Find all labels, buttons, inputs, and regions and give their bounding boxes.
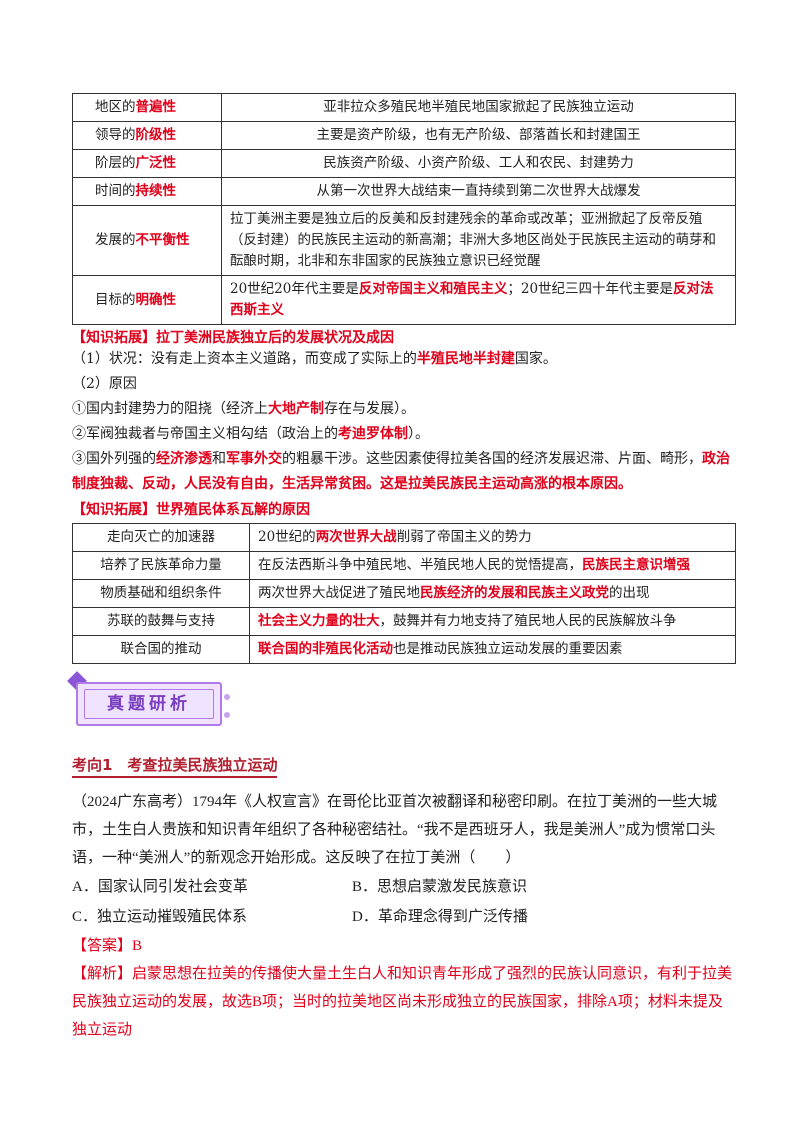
paragraph: ③国外列强的经济渗透和军事外交的粗暴干涉。这些因素使得拉美各国的经济发展迟滞、片… <box>72 451 730 492</box>
row-key: 苏联的鼓舞与支持 <box>72 607 250 636</box>
row-value: 主要是资产阶级，也有无产阶级、部落酋长和封建国王 <box>221 121 736 150</box>
options-list: A．国家认同引发社会变革 B．思想启蒙激发民族意识 C．独立运动摧毁殖民体系 D… <box>72 872 732 932</box>
row-value: 拉丁美洲主要是独立后的反美和反封建残余的革命或改革；亚洲掀起了反帝反殖（反封建）… <box>221 205 736 276</box>
row-value: 社会主义力量的壮大，鼓舞并有力地支持了殖民地人民的民族解放斗争 <box>249 607 736 636</box>
row-key: 阶层的广泛性 <box>72 149 222 178</box>
row-key: 物质基础和组织条件 <box>72 579 250 608</box>
option-c: C．独立运动摧毁殖民体系 <box>72 909 248 925</box>
table-row: 苏联的鼓舞与支持 社会主义力量的壮大，鼓舞并有力地支持了殖民地人民的民族解放斗争 <box>72 607 736 636</box>
row-key: 培养了民族革命力量 <box>72 551 250 580</box>
decor-dot-icon <box>224 712 230 718</box>
row-key: 联合国的推动 <box>72 635 250 664</box>
table-row: 物质基础和组织条件 两次世界大战促进了殖民地民族经济的发展和民族主义政党的出现 <box>72 579 736 608</box>
row-value: 联合国的非殖民化活动也是推动民族独立运动发展的重要因素 <box>249 635 736 664</box>
decor-dot-icon <box>224 694 230 700</box>
row-value: 20世纪的两次世界大战削弱了帝国主义的势力 <box>249 523 736 552</box>
section-banner: 真题研析 <box>67 671 732 738</box>
row-key: 走向灭亡的加速器 <box>72 523 250 552</box>
table-row: 目标的明确性 20世纪20年代主要是反对帝国主义和殖民主义；20世纪三四十年代主… <box>72 275 736 325</box>
row-value: 两次世界大战促进了殖民地民族经济的发展和民族主义政党的出现 <box>249 579 736 608</box>
characteristics-table: 地区的普遍性 亚非拉众多殖民地半殖民地国家掀起了民族独立运动 领导的阶级性 主要… <box>72 93 736 325</box>
option-b: B．思想启蒙激发民族意识 <box>352 879 528 895</box>
paragraph: ②军阀独裁者与帝国主义相勾结（政治上的考迪罗体制）。 <box>72 426 429 442</box>
row-key: 地区的普遍性 <box>72 93 222 122</box>
table-row: 地区的普遍性 亚非拉众多殖民地半殖民地国家掀起了民族独立运动 <box>72 93 736 122</box>
table-row: 走向灭亡的加速器 20世纪的两次世界大战削弱了帝国主义的势力 <box>72 523 736 552</box>
paragraph: ①国内封建势力的阻挠（经济上大地产制存在与发展）。 <box>72 401 415 417</box>
table-row: 培养了民族革命力量 在反法西斯斗争中殖民地、半殖民地人民的觉悟提高，民族民主意识… <box>72 551 736 580</box>
table-row: 发展的不平衡性 拉丁美洲主要是独立后的反美和反封建残余的革命或改革；亚洲掀起了反… <box>72 205 736 276</box>
row-key: 时间的持续性 <box>72 177 222 206</box>
row-key: 目标的明确性 <box>72 275 222 325</box>
paragraph: （2）原因 <box>72 376 137 392</box>
row-key: 发展的不平衡性 <box>72 205 222 276</box>
option-a: A．国家认同引发社会变革 <box>72 879 248 895</box>
row-value: 亚非拉众多殖民地半殖民地国家掀起了民族独立运动 <box>221 93 736 122</box>
row-key: 领导的阶级性 <box>72 121 222 150</box>
banner-title: 真题研析 <box>84 689 214 719</box>
table-row: 阶层的广泛性 民族资产阶级、小资产阶级、工人和农民、封建势力 <box>72 149 736 178</box>
section-heading: 【知识拓展】拉丁美洲民族独立后的发展状况及成因 <box>72 330 394 346</box>
question-stem: （2024广东高考）1794年《人权宣言》在哥伦比亚首次被翻译和秘密印刷。在拉丁… <box>72 794 718 866</box>
document-page: 地区的普遍性 亚非拉众多殖民地半殖民地国家掀起了民族独立运动 领导的阶级性 主要… <box>67 93 736 1044</box>
banner-frame: 真题研析 <box>76 682 222 726</box>
reasons-table: 走向灭亡的加速器 20世纪的两次世界大战削弱了帝国主义的势力 培养了民族革命力量… <box>72 523 736 664</box>
section-heading: 【知识拓展】世界殖民体系瓦解的原因 <box>72 502 310 518</box>
row-value: 民族资产阶级、小资产阶级、工人和农民、封建势力 <box>221 149 736 178</box>
topic-heading: 考向1 考查拉美民族独立运动 <box>72 754 278 778</box>
row-value: 在反法西斯斗争中殖民地、半殖民地人民的觉悟提高，民族民主意识增强 <box>249 551 736 580</box>
table-row: 联合国的推动 联合国的非殖民化活动也是推动民族独立运动发展的重要因素 <box>72 635 736 664</box>
table-row: 时间的持续性 从第一次世界大战结束一直持续到第二次世界大战爆发 <box>72 177 736 206</box>
option-d: D．革命理念得到广泛传播 <box>352 909 528 925</box>
row-value: 20世纪20年代主要是反对帝国主义和殖民主义；20世纪三四十年代主要是反对法西斯… <box>221 275 736 325</box>
paragraph: （1）状况：没有走上资本主义道路，而变成了实际上的半殖民地半封建国家。 <box>72 351 557 367</box>
answer-line: 【答案】B <box>72 938 143 954</box>
table-row: 领导的阶级性 主要是资产阶级，也有无产阶级、部落酋长和封建国王 <box>72 121 736 150</box>
row-value: 从第一次世界大战结束一直持续到第二次世界大战爆发 <box>221 177 736 206</box>
analysis-text: 【解析】启蒙思想在拉美的传播使大量土生白人和知识青年形成了强烈的民族认同意识，有… <box>72 966 733 1038</box>
